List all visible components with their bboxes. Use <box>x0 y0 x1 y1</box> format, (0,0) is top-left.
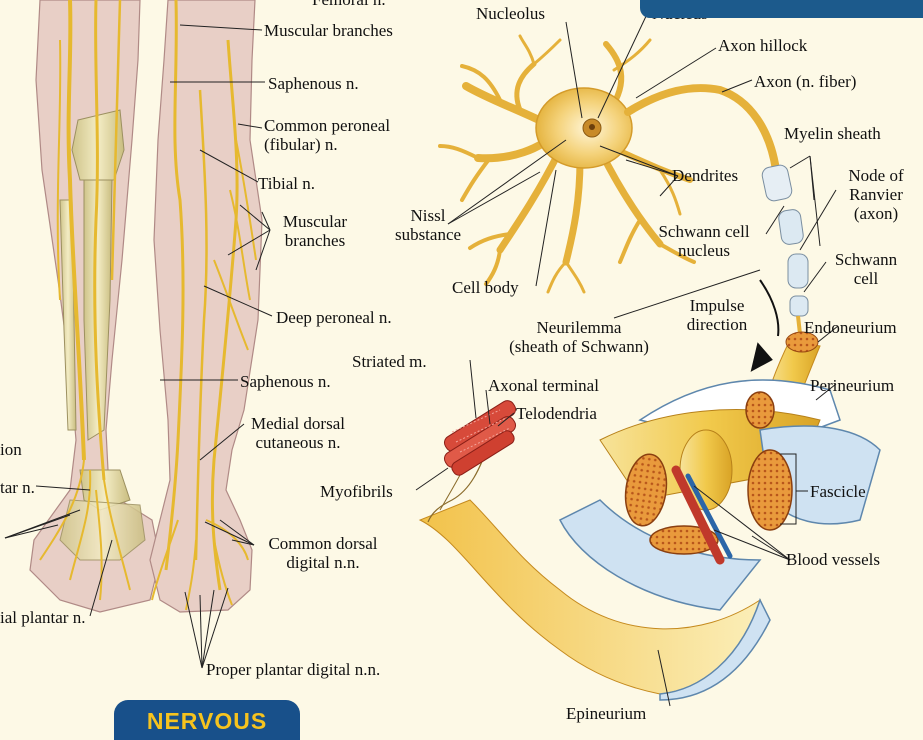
label-striated-m: Striated m. <box>352 352 427 371</box>
label-tibial-n: Tibial n. <box>258 174 315 193</box>
label-neurilemma: Neurilemma (sheath of Schwann) <box>496 318 662 356</box>
left-leg <box>30 0 160 612</box>
label-axon-hillock: Axon hillock <box>718 36 807 55</box>
label-blood-vessels: Blood vessels <box>786 550 880 569</box>
label-axon-n-fiber: Axon (n. fiber) <box>754 72 856 91</box>
label-myofibrils: Myofibrils <box>320 482 393 501</box>
label-partial-plantar-n: tar n. <box>0 478 35 497</box>
label-axonal-terminal: Axonal terminal <box>488 376 599 395</box>
label-partial-lateral-plantar: ial plantar n. <box>0 608 85 627</box>
label-nucleolus: Nucleolus <box>476 4 545 23</box>
label-muscular-branches-top: Muscular branches <box>264 21 393 40</box>
label-impulse-direction: Impulse direction <box>672 296 762 334</box>
right-leg <box>150 0 262 612</box>
label-epineurium: Epineurium <box>566 704 646 723</box>
label-endoneurium: Endoneurium <box>804 318 897 337</box>
label-dendrites: Dendrites <box>672 166 738 185</box>
label-muscular-branches-mid: Muscular branches <box>266 212 364 250</box>
label-common-dorsal-digital: Common dorsal digital n.n. <box>252 534 394 572</box>
label-common-peroneal: Common peroneal (fibular) n. <box>264 116 390 154</box>
label-nissl-substance: Nissl substance <box>380 206 476 244</box>
label-partial-ion: ion <box>0 440 22 459</box>
label-schwann-cell: Schwann cell <box>826 250 906 288</box>
label-cell-body: Cell body <box>452 278 519 297</box>
label-perineurium: Perineurium <box>810 376 894 395</box>
label-fascicle: Fascicle <box>810 482 866 501</box>
label-myelin-sheath: Myelin sheath <box>784 124 881 143</box>
label-proper-plantar-digital: Proper plantar digital n.n. <box>206 660 380 679</box>
title-banner: NERVOUS SYSTEM <box>114 700 300 740</box>
label-telodendria: Telodendria <box>516 404 597 423</box>
corner-banner <box>640 0 923 18</box>
label-saphenous-top: Saphenous n. <box>268 74 359 93</box>
label-medial-dorsal-cutaneous: Medial dorsal cutaneous n. <box>232 414 364 452</box>
label-deep-peroneal: Deep peroneal n. <box>276 308 392 327</box>
label-femoral-n: Femoral n. <box>312 0 386 9</box>
label-saphenous-low: Saphenous n. <box>240 372 331 391</box>
label-node-of-ranvier: Node of Ranvier (axon) <box>836 166 916 223</box>
label-schwann-cell-nucleus: Schwann cell nucleus <box>642 222 766 260</box>
page-title: NERVOUS SYSTEM <box>114 708 300 740</box>
